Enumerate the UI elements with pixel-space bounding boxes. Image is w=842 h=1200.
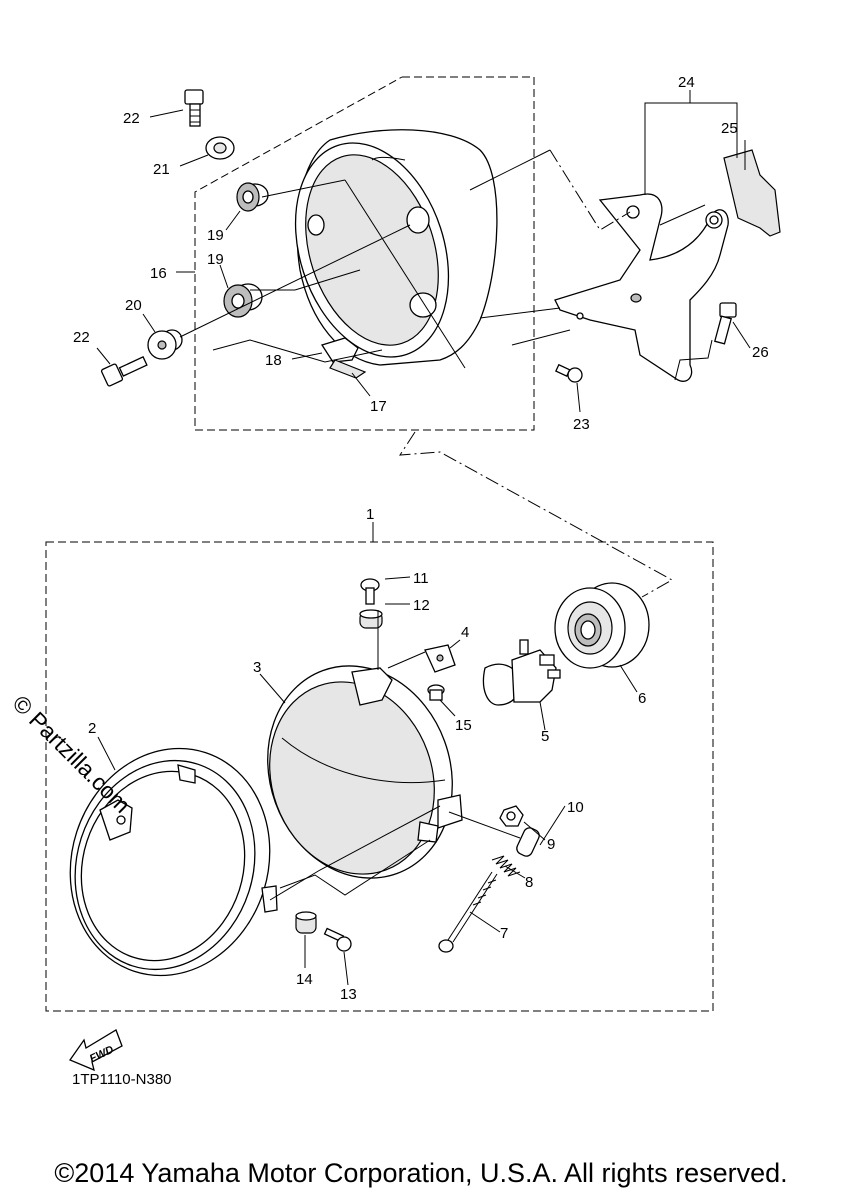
callout-11: 11 <box>413 570 429 587</box>
callout-15: 15 <box>455 717 472 734</box>
screw-23 <box>555 363 583 383</box>
callout-22-lower: 22 <box>73 329 90 346</box>
callout-12: 12 <box>413 597 430 614</box>
nut-15 <box>427 684 445 701</box>
washer-21 <box>205 136 235 160</box>
callout-4: 4 <box>461 624 469 641</box>
callout-20: 20 <box>125 297 142 314</box>
collar-20 <box>147 329 183 360</box>
headlight-housing <box>294 129 498 366</box>
assembly-connector-line <box>399 431 674 598</box>
callout-23: 23 <box>573 416 590 433</box>
bolt-22-top <box>184 89 204 127</box>
part-25-plate <box>723 149 781 237</box>
bolt-26 <box>714 302 737 345</box>
callout-5: 5 <box>541 728 549 745</box>
bolt-22-lower <box>100 356 148 387</box>
grommet-12 <box>359 609 383 629</box>
callout-8: 8 <box>525 874 533 891</box>
callout-14: 14 <box>296 971 313 988</box>
callout-19-lower: 19 <box>207 251 224 268</box>
callout-18: 18 <box>265 352 282 369</box>
grommet-19-lower <box>223 283 263 318</box>
callout-21: 21 <box>153 161 170 178</box>
clip-4 <box>424 644 456 673</box>
screw-13 <box>323 927 352 952</box>
grommet-14 <box>295 911 317 934</box>
clip-18 <box>320 337 367 379</box>
lower-leaders <box>97 576 638 986</box>
screw-11 <box>360 578 380 605</box>
callout-9: 9 <box>547 836 555 853</box>
upper-leaders <box>96 90 751 413</box>
cap-10 <box>516 827 540 857</box>
callout-22-top: 22 <box>123 110 140 127</box>
headlight-bulb <box>482 639 561 706</box>
nut-9 <box>499 805 524 827</box>
diagram-code: 1TP1110-N380 <box>72 1071 172 1088</box>
callout-17: 17 <box>370 398 387 415</box>
headlight-lens-unit <box>267 665 463 879</box>
callout-3: 3 <box>253 659 261 676</box>
lower-dashed-group <box>45 522 714 1012</box>
callout-6: 6 <box>638 690 646 707</box>
spring-8 <box>491 855 521 877</box>
callout-25: 25 <box>721 120 738 137</box>
callout-19-top: 19 <box>207 227 224 244</box>
grommet-19-top <box>236 182 269 212</box>
fwd-arrow-icon: FWD <box>69 1029 123 1072</box>
headlight-rim <box>69 747 278 977</box>
upper-dashed-group <box>176 76 535 431</box>
callout-2: 2 <box>88 720 96 737</box>
callout-16: 16 <box>150 265 167 282</box>
adjust-screw-7 <box>438 871 498 953</box>
headlight-stay <box>554 193 729 382</box>
callout-13: 13 <box>340 986 357 1003</box>
copyright-notice: ©2014 Yamaha Motor Corporation, U.S.A. A… <box>54 1158 788 1188</box>
bulb-cover <box>554 582 650 669</box>
callout-7: 7 <box>500 925 508 942</box>
callout-1: 1 <box>366 506 374 523</box>
callout-10: 10 <box>567 799 584 816</box>
callout-26: 26 <box>752 344 769 361</box>
callout-labels: 1 2 3 4 5 6 7 8 9 10 11 12 13 14 15 16 1… <box>73 74 769 1003</box>
callout-24: 24 <box>678 74 695 91</box>
